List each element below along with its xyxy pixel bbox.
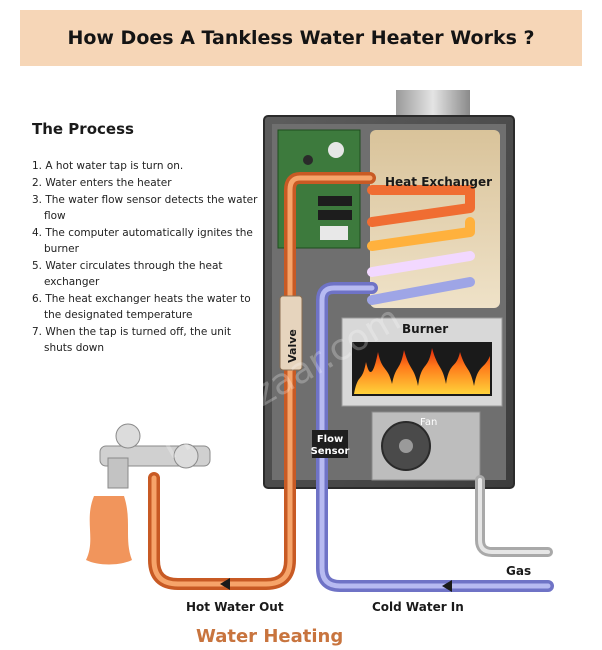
flames: [354, 348, 490, 394]
flow-sensor-label-line1: Flow: [317, 434, 343, 445]
heat-exchanger-coil-cold: [367, 277, 475, 305]
process-step: 6. The heat exchanger heats the water to…: [32, 293, 251, 321]
heat-exchanger-label: Heat Exchanger: [385, 175, 492, 189]
process-step: 7. When the tap is turned off, the unit …: [32, 326, 231, 354]
circuit-chip: [320, 226, 348, 240]
flow-sensor: [312, 430, 348, 458]
gas-pipe-highlight: [478, 478, 550, 554]
circuit-chip: [318, 210, 352, 220]
circuit-capacitor: [303, 155, 313, 165]
process-step: 1. A hot water tap is turn on.: [32, 160, 184, 172]
circuit-capacitor: [328, 142, 344, 158]
faucet-icon: [99, 423, 211, 489]
flow-sensor-label-line2: Sensor: [311, 446, 350, 457]
process-step: 3. The water flow sensor detects the wat…: [32, 194, 258, 222]
page-title: How Does A Tankless Water Heater Works ?: [67, 27, 535, 49]
title-banner: How Does A Tankless Water Heater Works ?: [20, 10, 582, 66]
process-step: 2. Water enters the heater: [32, 177, 172, 189]
hot-water-out-label: Hot Water Out: [186, 600, 284, 614]
process-steps: 1. A hot water tap is turn on. 2. Water …: [32, 158, 262, 357]
burner-label: Burner: [402, 322, 448, 336]
fan-hub: [399, 439, 413, 453]
process-heading: The Process: [32, 120, 134, 138]
circuit-chip: [318, 196, 352, 206]
gas-pipe: [475, 475, 553, 557]
gas-label: Gas: [506, 564, 531, 578]
heat-exchanger-coil-hot: [367, 185, 475, 227]
flow-arrow-left-icon: [442, 580, 452, 592]
hot-water-stream: [86, 496, 132, 565]
valve: [279, 295, 303, 371]
process-step: 5. Water circulates through the heat exc…: [32, 260, 223, 288]
flow-arrow-left-icon: [220, 578, 230, 590]
hot-water-pipe-highlight: [151, 175, 373, 587]
valve-label: Valve: [286, 329, 299, 363]
fan-label: Fan: [420, 417, 437, 428]
cold-water-in-label: Cold Water In: [372, 600, 464, 614]
heat-exchanger-coil-mild: [367, 251, 475, 277]
footer-label: Water Heating: [196, 626, 343, 647]
process-step: 4. The computer automatically ignites th…: [32, 227, 253, 255]
heat-exchanger-coil-warm: [367, 217, 475, 251]
